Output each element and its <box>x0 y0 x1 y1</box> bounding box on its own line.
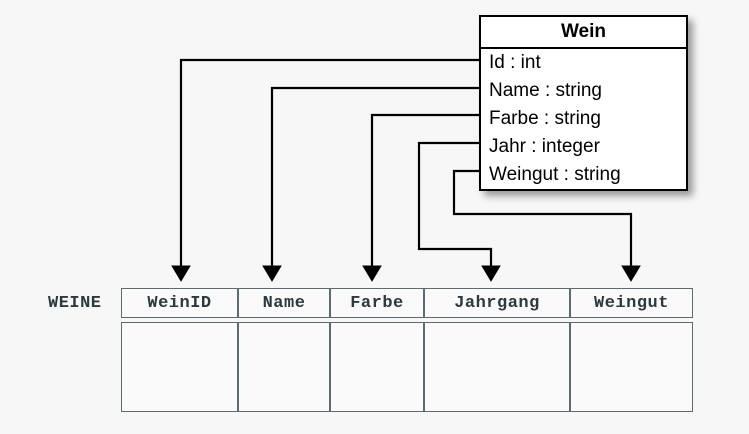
table-column-header-weingut[interactable]: Weingut <box>570 288 693 318</box>
table-cell-weingut[interactable] <box>570 322 693 412</box>
mapping-connector-id-weinid <box>171 58 479 282</box>
mapping-connector-farbe-farbe <box>362 113 479 282</box>
table-row[interactable] <box>121 322 693 412</box>
table-cell-jahrgang[interactable] <box>424 322 570 412</box>
table-column-header-name[interactable]: Name <box>238 288 330 318</box>
uml-attribute-id: Id : int <box>489 52 541 73</box>
relational-table-label: WEINE <box>48 294 102 313</box>
uml-attribute-jahr: Jahr : integer <box>489 136 600 157</box>
uml-attribute-name: Name : string <box>489 80 602 101</box>
uml-class-title: Wein <box>481 17 686 49</box>
table-column-header-jahrgang[interactable]: Jahrgang <box>424 288 570 318</box>
uml-attribute-list: Id : int Name : string Farbe : string Ja… <box>481 49 686 189</box>
table-column-header-farbe[interactable]: Farbe <box>330 288 424 318</box>
uml-attribute-weingut: Weingut : string <box>489 164 621 185</box>
uml-class-box[interactable]: Wein Id : int Name : string Farbe : stri… <box>479 15 688 191</box>
table-column-header-weinid[interactable]: WeinID <box>121 288 238 318</box>
relational-table[interactable]: WeinID Name Farbe Jahrgang Weingut <box>121 288 693 412</box>
mapping-connector-name-name <box>262 86 479 282</box>
table-header-row: WeinID Name Farbe Jahrgang Weingut <box>121 288 693 318</box>
table-cell-name[interactable] <box>238 322 330 412</box>
table-cell-weinid[interactable] <box>121 322 238 412</box>
table-cell-farbe[interactable] <box>330 322 424 412</box>
uml-attribute-farbe: Farbe : string <box>489 108 601 129</box>
